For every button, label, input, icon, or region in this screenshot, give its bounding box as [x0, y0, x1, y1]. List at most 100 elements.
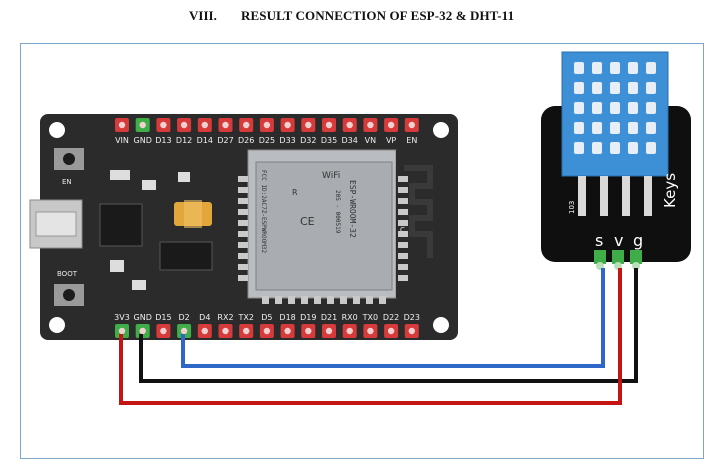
- smd-component: [178, 172, 190, 182]
- module-pad: [238, 253, 248, 259]
- dht11-pin-label-v: v: [614, 231, 623, 250]
- pin-hole: [284, 121, 291, 129]
- pin-hole: [160, 327, 167, 335]
- module-pad: [398, 231, 408, 237]
- en-button-label: EN: [62, 178, 72, 186]
- top-pin-label: D33: [279, 136, 295, 145]
- pin-hole: [243, 327, 250, 335]
- module-pad: [238, 198, 248, 204]
- top-pin-label: VP: [386, 136, 396, 145]
- sensor-vent: [574, 102, 584, 114]
- mounting-hole: [433, 122, 449, 138]
- module-pads: [238, 176, 408, 304]
- pin-hole: [201, 121, 208, 129]
- bottom-pin-label: TX2: [237, 313, 253, 322]
- boot-button-cap[interactable]: [63, 289, 75, 301]
- module-pad: [398, 176, 408, 182]
- bottom-pin-label: TX0: [362, 313, 378, 322]
- wires: [119, 268, 638, 405]
- top-pin-label: D25: [259, 136, 275, 145]
- smd-component: [110, 170, 130, 180]
- smd-component: [110, 260, 124, 272]
- dht11-signal-pin[interactable]: [594, 250, 606, 264]
- dht11-lead: [622, 176, 630, 216]
- module-pad: [398, 275, 408, 281]
- sensor-vent: [628, 142, 638, 154]
- dht11-vcc-pin[interactable]: [612, 250, 624, 264]
- module-name: ESP-WROOM-32: [348, 180, 357, 238]
- module-pad: [353, 296, 360, 304]
- sensor-vent: [574, 122, 584, 134]
- top-pin-label: D32: [300, 136, 316, 145]
- sensor-vent: [592, 122, 602, 134]
- module-pad: [262, 296, 269, 304]
- pin-hole: [305, 327, 312, 335]
- pin-hole: [305, 121, 312, 129]
- module-pad: [238, 209, 248, 215]
- module-pad: [398, 264, 408, 270]
- pin-hole: [160, 121, 167, 129]
- module-pad: [288, 296, 295, 304]
- module-r-mark: R: [292, 188, 298, 197]
- sensor-vent: [628, 82, 638, 94]
- pin-hole: [139, 121, 146, 129]
- sensor-vent-grid: [574, 62, 656, 154]
- top-pin-label: D14: [197, 136, 213, 145]
- esp32-board: EN BOOT WiFi CE R ESP-WROOM-32 FCC ID:2A…: [29, 114, 458, 340]
- module-pad: [398, 187, 408, 193]
- module-pad: [398, 198, 408, 204]
- dht11-lead: [578, 176, 586, 216]
- boot-button-label: BOOT: [57, 270, 78, 278]
- dht11-gnd-pin[interactable]: [630, 250, 642, 264]
- module-pad: [314, 296, 321, 304]
- top-pin-label: D12: [176, 136, 192, 145]
- dht11-lead: [644, 176, 652, 216]
- pin-hole: [243, 121, 250, 129]
- bottom-pin-label: RX2: [217, 313, 233, 322]
- sensor-vent: [592, 82, 602, 94]
- sensor-vent: [610, 102, 620, 114]
- voltage-regulator: [159, 241, 213, 271]
- en-button-cap[interactable]: [63, 153, 75, 165]
- pin-hole: [180, 121, 188, 129]
- module-pad: [238, 187, 248, 193]
- pin-hole: [367, 327, 374, 335]
- bottom-pin-label: GND: [134, 313, 152, 322]
- pin-hole: [139, 327, 146, 335]
- smd-component: [132, 280, 146, 290]
- smd-component: [142, 180, 156, 190]
- module-pad: [238, 264, 248, 270]
- module-pad: [301, 296, 308, 304]
- mounting-hole: [49, 317, 65, 333]
- module-pad: [327, 296, 334, 304]
- top-pin-label: VN: [365, 136, 376, 145]
- ground-wire-black[interactable]: [139, 268, 638, 383]
- capacitor-highlight: [184, 200, 202, 228]
- sensor-vent: [610, 142, 620, 154]
- module-pad: [238, 220, 248, 226]
- power-wire-red[interactable]: [119, 268, 622, 405]
- section-title: RESULT CONNECTION OF ESP-32 & DHT-11: [241, 8, 515, 23]
- module-brand: WiFi: [322, 171, 340, 181]
- pin-hole: [118, 327, 126, 335]
- bottom-pin-label: D18: [279, 313, 295, 322]
- signal-wire-blue[interactable]: [181, 268, 605, 368]
- top-pin-label: EN: [406, 136, 417, 145]
- pin-hole: [284, 327, 291, 335]
- sensor-vent: [646, 62, 656, 74]
- pin-hole: [325, 327, 333, 335]
- sensor-vent: [592, 102, 602, 114]
- pin-hole: [222, 327, 229, 335]
- dht11-pin-label-g: g: [633, 231, 643, 250]
- antenna-label: C: [400, 226, 405, 234]
- pin-hole: [387, 327, 395, 335]
- dht11-lead: [600, 176, 608, 216]
- module-pad: [238, 231, 248, 237]
- bottom-pin-label: D22: [383, 313, 399, 322]
- bottom-pin-label: D2: [178, 313, 189, 322]
- bottom-pin-label: D21: [321, 313, 337, 322]
- sensor-vent: [628, 122, 638, 134]
- bottom-pin-label: RX0: [342, 313, 358, 322]
